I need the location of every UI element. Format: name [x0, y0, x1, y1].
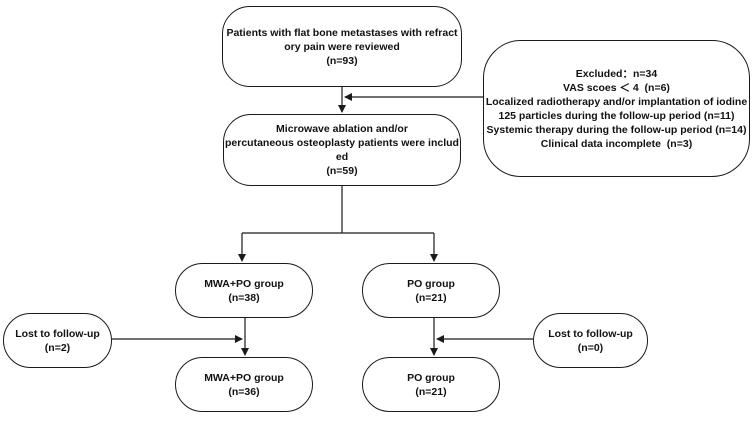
node-text-line: Clinical data incomplete (n=3): [540, 137, 693, 150]
node-text-line: (n=0): [577, 341, 604, 354]
mwa-po-final-box: MWA+PO group(n=36): [175, 357, 313, 412]
po-group-box: PO group(n=21): [362, 263, 500, 318]
node-text-line: Excluded：n=34: [575, 67, 658, 80]
lost-to-follow-up-mwa-box: Lost to follow-up(n=2): [3, 313, 112, 368]
node-text-line: MWA+PO group: [204, 371, 284, 384]
node-text-line: PO group: [407, 371, 455, 384]
mwa-po-group-box: MWA+PO group(n=38): [175, 263, 313, 318]
node-text-line: VAS scoes ＜ 4 (n=6): [563, 81, 670, 94]
node-text-line: 125 particles during the follow-up perio…: [498, 109, 735, 122]
node-text-line: (n=36): [228, 385, 260, 398]
node-text-line: Lost to follow-up: [15, 327, 100, 340]
node-text-line: (n=93): [326, 54, 358, 67]
node-text-line: ed: [335, 151, 349, 163]
node-text-line: (n=21): [415, 385, 447, 398]
lost-to-follow-up-po-box: Lost to follow-up(n=0): [533, 313, 648, 368]
node-text-line: Lost to follow-up: [548, 327, 633, 340]
node-text-line: MWA+PO group: [204, 277, 284, 290]
node-text-line: Localized radiotherapy and/or implantati…: [485, 95, 748, 108]
node-text-line: (n=38): [228, 291, 260, 304]
node-text-line: (n=59): [326, 165, 358, 177]
node-text-line: Systemic therapy during the follow-up pe…: [486, 123, 747, 136]
included-box: Microwave ablation and/or percutaneous os…: [223, 114, 461, 186]
node-text-line: Microwave ablation and/or: [276, 123, 408, 135]
node-text-line: ory pain were reviewed: [284, 40, 400, 53]
node-text-line: (n=2): [44, 341, 71, 354]
node-text-line: PO group: [407, 277, 455, 290]
node-text-line: Patients with flat bone metastases with …: [226, 26, 458, 39]
node-text-line: (n=21): [415, 291, 447, 304]
po-final-box: PO group(n=21): [362, 357, 500, 412]
reviewed-box: Patients with flat bone metastases with …: [222, 6, 462, 87]
node-text-line: percutaneous osteoplasty patients were i…: [225, 137, 459, 149]
